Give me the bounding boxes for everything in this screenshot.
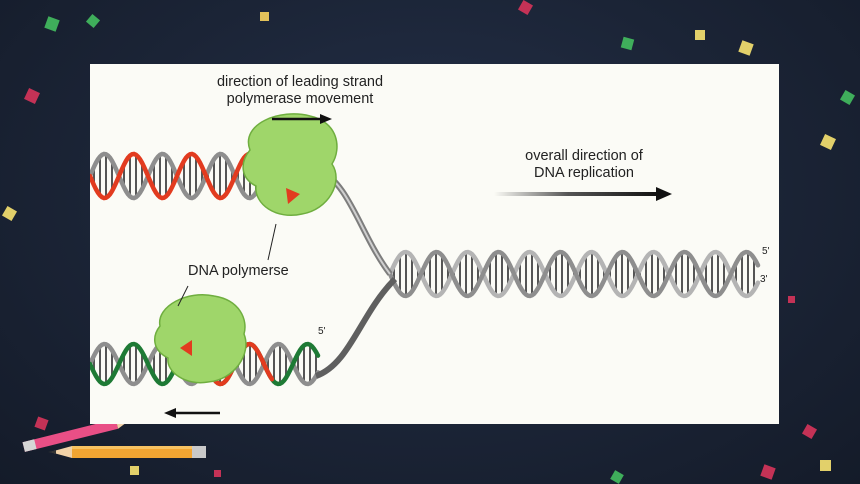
confetti-piece <box>839 89 856 106</box>
confetti-piece <box>130 466 139 475</box>
confetti-piece <box>214 470 221 477</box>
five-prime-end-label: 5' <box>762 246 770 257</box>
dna-polymerase-lagging <box>154 294 247 384</box>
confetti-piece <box>738 40 754 56</box>
overall-direction-label: overall direction of DNA replication <box>496 148 672 183</box>
confetti-piece <box>517 0 534 16</box>
confetti-piece <box>820 134 836 150</box>
confetti-piece <box>24 88 40 104</box>
three-prime-end-label: 3' <box>760 274 768 285</box>
leading-direction-line1: direction of leading strand <box>216 74 384 90</box>
dna-replication-diagram: direction of leading strand polymerase m… <box>90 64 779 424</box>
confetti-piece <box>820 460 831 471</box>
confetti-piece <box>1 205 18 222</box>
confetti-piece <box>801 423 818 440</box>
dna-polymerase-label: DNA polymerse <box>188 263 289 279</box>
dna-polymerase-leading <box>242 113 338 216</box>
confetti-piece <box>788 296 795 303</box>
parental-duplex-strand-a <box>387 249 761 299</box>
leading-direction-line2: polymerase movement <box>226 91 374 108</box>
confetti-piece <box>260 12 269 21</box>
confetti-piece <box>620 36 635 51</box>
confetti-piece <box>760 464 776 480</box>
confetti-piece <box>695 30 705 40</box>
leading-strand-direction-label: direction of leading strand polymerase m… <box>190 74 410 109</box>
confetti-piece <box>44 16 60 32</box>
pencil-orange-icon <box>48 446 206 458</box>
overall-direction-line1: overall direction of <box>525 148 643 164</box>
confetti-piece <box>85 13 101 29</box>
overall-direction-line2: DNA replication <box>534 165 634 182</box>
replication-fork-illustration <box>90 113 761 418</box>
lagging-five-prime-label: 5' <box>318 326 326 337</box>
confetti-piece <box>610 470 624 484</box>
